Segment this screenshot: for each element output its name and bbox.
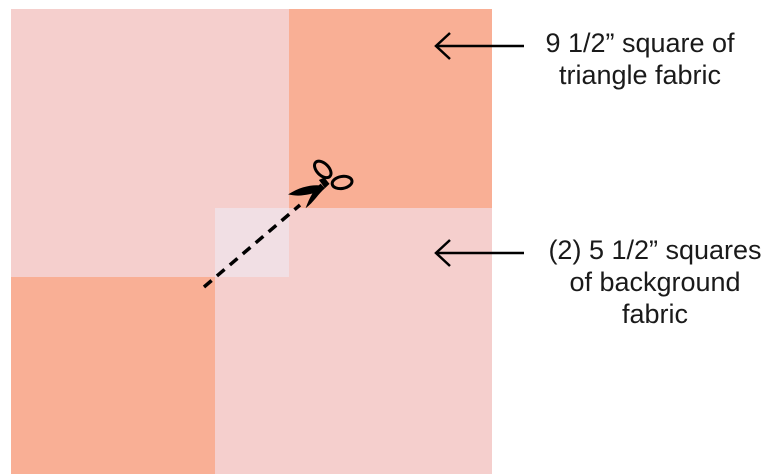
background-fabric-label: (2) 5 1/2” squares of background fabric: [540, 234, 770, 330]
background-fabric-label-line-1: (2) 5 1/2” squares: [548, 235, 762, 265]
arrow-left-icon: [434, 239, 524, 267]
overlap-region: [215, 208, 289, 277]
arrow-left-icon: [434, 32, 524, 60]
triangle-fabric-label-line-1: 9 1/2” square of: [545, 28, 735, 58]
scissors-icon: [288, 159, 354, 209]
cut-line: [202, 203, 302, 289]
background-fabric-label-line-2: of background: [569, 267, 741, 297]
triangle-fabric-label: 9 1/2” square of triangle fabric: [520, 27, 760, 91]
triangle-fabric-label-line-2: triangle fabric: [558, 60, 722, 90]
background-fabric-label-line-3: fabric: [621, 299, 689, 329]
